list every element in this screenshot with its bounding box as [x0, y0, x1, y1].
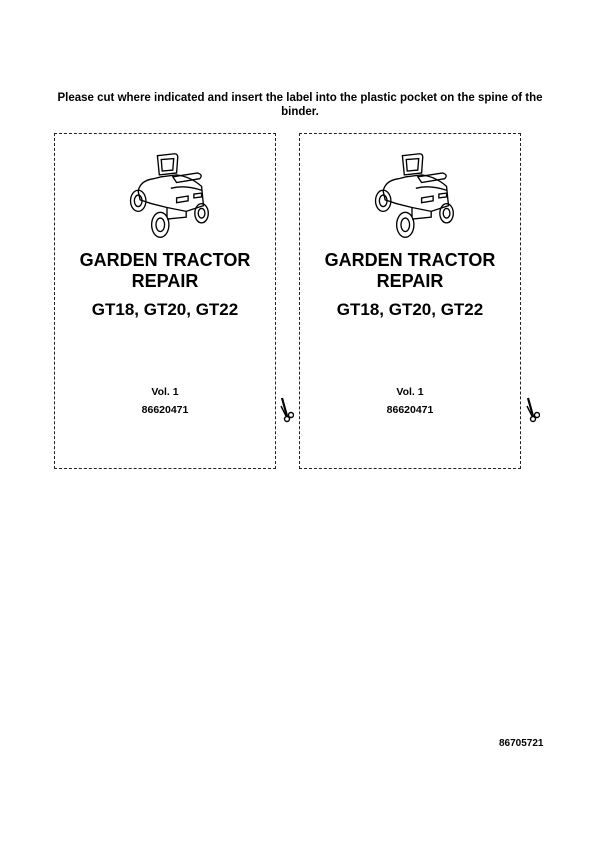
label-title-line1: GARDEN TRACTOR	[324, 250, 496, 270]
label-title-line1: GARDEN TRACTOR	[79, 250, 251, 270]
scissors-icon	[280, 397, 294, 423]
label-part-number: 86620471	[141, 404, 189, 416]
document-number: 86705721	[499, 738, 544, 749]
spine-label-right: GARDEN TRACTOR REPAIR GT18, GT20, GT22 V…	[299, 133, 521, 469]
label-models: GT18, GT20, GT22	[91, 300, 239, 319]
label-models: GT18, GT20, GT22	[336, 300, 484, 319]
label-volume: Vol. 1	[151, 386, 179, 398]
label-title-line2: REPAIR	[376, 271, 444, 291]
tractor-illustration	[129, 153, 209, 238]
scissors-icon	[526, 397, 540, 423]
tractor-illustration	[374, 153, 454, 238]
label-title-line2: REPAIR	[131, 271, 199, 291]
spine-label-left: GARDEN TRACTOR REPAIR GT18, GT20, GT22 V…	[54, 133, 276, 469]
cut-instruction: Please cut where indicated and insert th…	[57, 92, 543, 118]
label-volume: Vol. 1	[396, 386, 424, 398]
label-part-number: 86620471	[386, 404, 434, 416]
